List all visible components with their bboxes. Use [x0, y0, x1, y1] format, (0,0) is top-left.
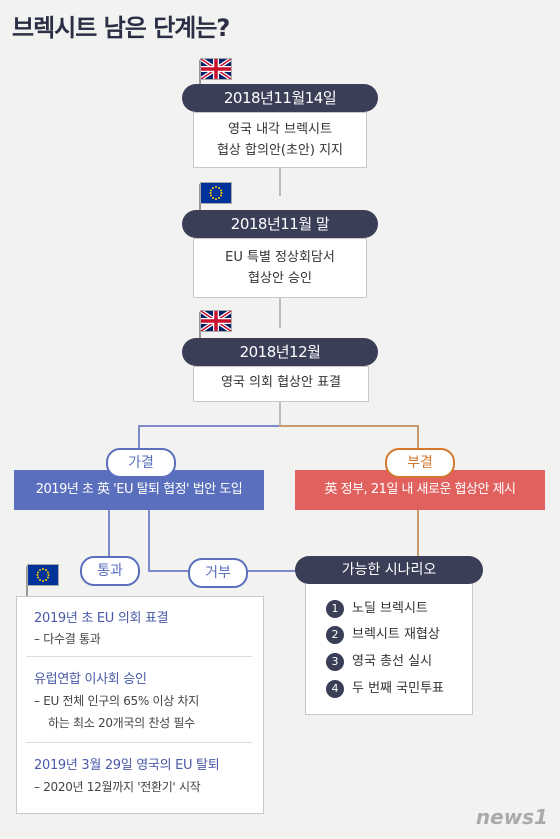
number-badge: 2: [326, 626, 344, 644]
branch-line-right: [417, 425, 419, 461]
step-desc-line: 협상 합의안(초안) 지지: [216, 143, 344, 158]
eu-flag-icon: [200, 182, 232, 204]
step-desc-line: EU 특별 정상회담서: [225, 250, 335, 265]
step-desc-line: 영국 내각 브렉시트: [228, 122, 332, 137]
number-badge: 3: [326, 653, 344, 671]
connector-line: [279, 400, 281, 426]
eu-event-title: 유럽연합 이사회 승인: [34, 672, 147, 687]
reject-label: 부결: [385, 448, 455, 478]
eu-event-desc: 하는 최소 20개국의 찬성 필수: [48, 716, 195, 730]
eu-process-box: [16, 596, 264, 814]
step-desc-box: EU 특별 정상회담서 협상안 승인: [193, 238, 367, 298]
uk-flag-icon: [200, 58, 232, 80]
connector-line: [108, 510, 110, 556]
step-date-pill: 2018년12월: [182, 338, 378, 366]
eu-event-desc: – 다수결 통과: [34, 632, 101, 646]
eu-event-desc: – EU 전체 인구의 65% 이상 차지: [34, 694, 199, 708]
eu-event-desc: – 2020년 12월까지 '전환기' 시작: [34, 780, 201, 794]
connector-line: [148, 510, 150, 572]
step-desc-box: 영국 의회 협상안 표결: [193, 366, 369, 402]
flag-pole: [199, 312, 201, 354]
eu-flag-icon: [27, 564, 59, 586]
connector-line: [279, 298, 281, 328]
step-desc-line: 영국 의회 협상안 표결: [220, 375, 342, 390]
eu-event-title: 2019년 초 EU 의회 표결: [34, 611, 169, 626]
news1-logo: news1: [475, 805, 548, 829]
connector-line: [417, 510, 419, 556]
number-badge: 1: [326, 600, 344, 618]
divider: [26, 742, 252, 743]
approve-label: 통과: [80, 556, 140, 586]
refuse-label: 거부: [188, 558, 248, 588]
step-desc-box: 영국 내각 브렉시트 협상 합의안(초안) 지지: [193, 112, 367, 168]
number-badge: 4: [326, 680, 344, 698]
step-date-pill: 2018년11월14일: [182, 84, 378, 112]
eu-event-title: 2019년 3월 29일 영국의 EU 탈퇴: [34, 758, 220, 773]
branch-line-left: [138, 425, 281, 427]
page-title: 브렉시트 남은 단계는?: [12, 14, 230, 42]
scenarios-title: 가능한 시나리오: [295, 556, 483, 584]
step-desc-line: 협상안 승인: [248, 271, 312, 286]
pass-label: 가결: [106, 448, 176, 478]
connector-line: [279, 168, 281, 196]
scenarios-box: [305, 575, 473, 715]
uk-flag-icon: [200, 310, 232, 332]
flag-pole: [199, 184, 201, 224]
branch-line-left: [138, 425, 140, 461]
step-date-pill: 2018년11월 말: [182, 210, 378, 238]
divider: [26, 656, 252, 657]
branch-line-right: [279, 425, 419, 427]
